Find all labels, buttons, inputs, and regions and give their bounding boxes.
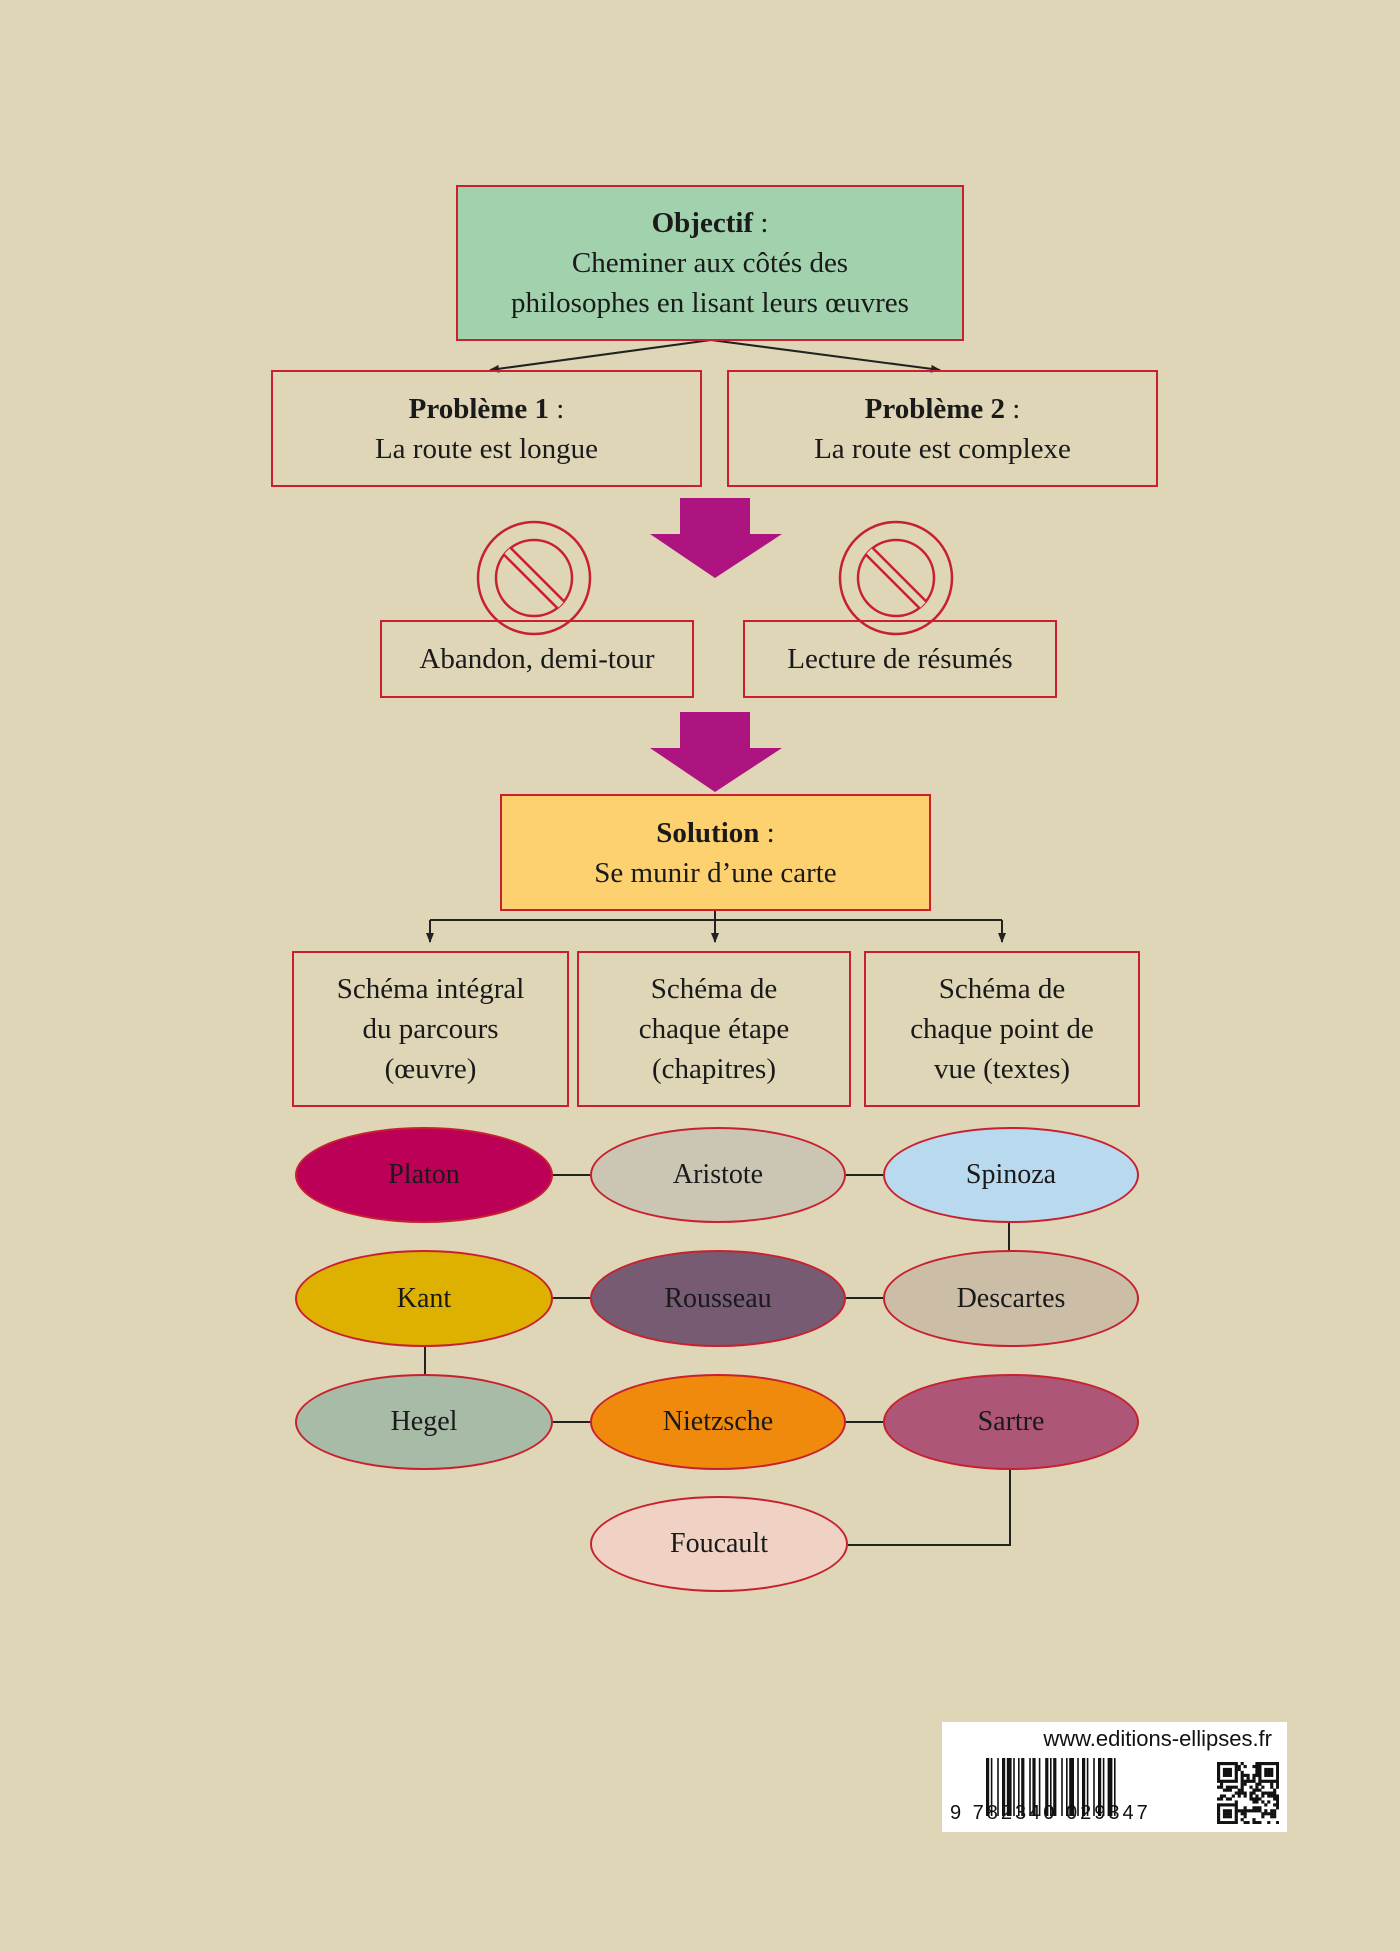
solution-colon: : [759,816,775,849]
objectif-line1: Cheminer aux côtés des [571,247,849,279]
philosopher-name: Platon [388,1159,460,1190]
schema-line: (œuvre) [384,1053,477,1085]
connector-objectif-probleme2 [710,339,941,373]
solution-box: Solution : Se munir d’une carte [500,794,931,911]
down-arrow-icon [650,498,782,578]
probleme2-text: La route est complexe [814,432,1071,465]
schema-line: chaque point de [910,1013,1094,1045]
philosopher-platon: Platon [295,1127,553,1223]
philosopher-name: Aristote [672,1159,764,1190]
publisher-url: www.editions-ellipses.fr [1043,1726,1272,1751]
philosopher-spinoza: Spinoza [883,1127,1139,1223]
schema-line: vue (textes) [933,1053,1071,1085]
philosopher-foucault: Foucault [590,1496,848,1592]
qr-code-icon [1217,1762,1279,1824]
rejected-resumes-box: Lecture de résumés [743,620,1057,698]
rejected-resumes-label: Lecture de résumés [787,643,1013,675]
probleme1-title: Problème 1 [408,392,550,425]
connector-objectif-probleme1 [489,339,712,373]
probleme2-colon: : [1005,392,1021,425]
schema-line: (chapitres) [652,1053,776,1085]
philosopher-aristote: Aristote [590,1127,846,1223]
isbn-number: 9 782340 029347 [950,1802,1151,1824]
down-arrow-icon [650,712,782,792]
probleme2-title: Problème 2 [864,392,1006,425]
schema-integral-box: Schéma intégral du parcours (œuvre) [292,951,569,1107]
philosopher-name: Sartre [977,1406,1045,1437]
philosopher-name: Hegel [390,1406,458,1437]
barcode-icon [986,1758,1116,1816]
philosopher-name: Descartes [956,1282,1066,1314]
philosopher-name: Nietzsche [662,1406,774,1437]
solution-text: Se munir d’une carte [594,856,837,889]
philosopher-name: Rousseau [664,1282,772,1314]
philosopher-name: Kant [396,1282,452,1314]
philosopher-descartes: Descartes [883,1250,1139,1347]
philosopher-name: Spinoza [965,1159,1057,1190]
solution-title: Solution [656,816,760,849]
barcode-label: www.editions-ellipses.fr 9 782340 029347 [942,1722,1287,1832]
forbidden-icon [476,520,592,636]
objectif-title: Objectif [651,207,754,239]
philosopher-connectors [424,1174,1011,1546]
philosopher-nietzsche: Nietzsche [590,1374,846,1470]
philosopher-rousseau: Rousseau [590,1250,846,1347]
schema-point-de-vue-box: Schéma de chaque point de vue (textes) [864,951,1140,1107]
objectif-colon: : [753,207,769,239]
schema-line: du parcours [362,1013,499,1045]
schema-line: Schéma de [650,973,778,1005]
probleme1-colon: : [549,392,565,425]
probleme2-box: Problème 2 : La route est complexe [727,370,1158,487]
rejected-abandon-box: Abandon, demi-tour [380,620,694,698]
schema-etape-box: Schéma de chaque étape (chapitres) [577,951,851,1107]
probleme1-text: La route est longue [374,432,599,465]
probleme1-box: Problème 1 : La route est longue [271,370,702,487]
philosopher-kant: Kant [295,1250,553,1347]
philosopher-sartre: Sartre [883,1374,1139,1470]
rejected-abandon-label: Abandon, demi-tour [419,643,655,675]
philosopher-hegel: Hegel [295,1374,553,1470]
philosopher-name: Foucault [670,1528,768,1559]
schema-line: Schéma de [938,973,1066,1005]
forbidden-icon [838,520,954,636]
schema-line: Schéma intégral [336,973,525,1005]
schema-line: chaque étape [638,1013,790,1045]
objectif-box: Objectif : Cheminer aux côtés des philos… [456,185,964,341]
objectif-line2: philosophes en lisant leurs œuvres [511,287,909,319]
